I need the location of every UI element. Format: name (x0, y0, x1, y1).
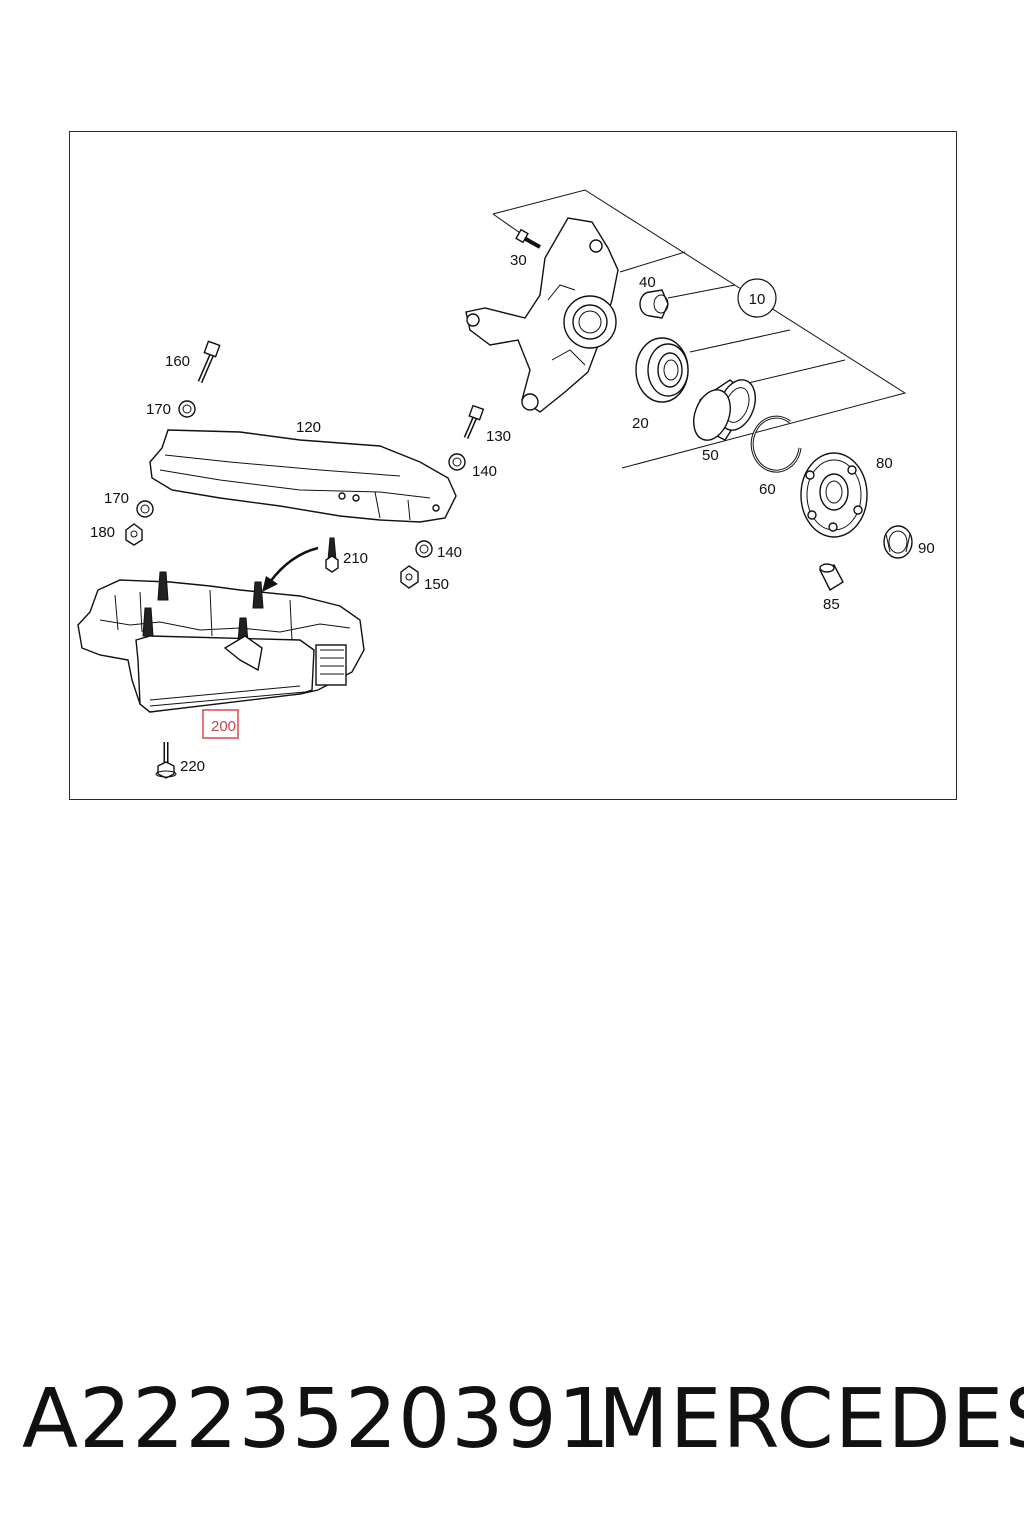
cross-member-120[interactable] (149, 429, 457, 523)
stud-210[interactable] (325, 537, 339, 573)
washer-140-upper[interactable] (448, 453, 466, 471)
hub-flange-80[interactable] (800, 452, 868, 538)
callout-140-upper[interactable]: 140 (472, 463, 497, 480)
callout-170-top[interactable]: 170 (146, 401, 171, 418)
brand-name: MERCEDES (598, 1372, 1024, 1467)
callout-60[interactable]: 60 (759, 481, 776, 498)
wheel-hub-20[interactable] (635, 337, 689, 403)
callout-170-lower[interactable]: 170 (104, 490, 129, 507)
svg-text:200: 200 (211, 718, 236, 735)
callout-210[interactable]: 210 (343, 550, 368, 567)
part-number: A2223520391 (22, 1372, 611, 1467)
callout-10[interactable]: 10 (737, 278, 777, 318)
washer-170-top[interactable] (178, 400, 196, 418)
bolt-130[interactable] (463, 404, 485, 439)
callout-40[interactable]: 40 (639, 274, 656, 291)
footer: A2223520391 MERCEDES (0, 1365, 1024, 1485)
nut-150[interactable] (400, 565, 419, 589)
svg-text:10: 10 (749, 291, 766, 308)
callout-160[interactable]: 160 (165, 353, 190, 370)
bolt-160[interactable] (197, 340, 221, 383)
steering-knuckle[interactable] (465, 217, 619, 413)
callout-80[interactable]: 80 (876, 455, 893, 472)
washer-170-lower[interactable] (136, 500, 154, 518)
bolt-220[interactable] (155, 742, 177, 779)
bearing-50[interactable] (687, 375, 762, 445)
washer-140-lower[interactable] (415, 540, 433, 558)
install-arrow (262, 546, 319, 592)
callout-30[interactable]: 30 (510, 252, 527, 269)
callout-85[interactable]: 85 (823, 596, 840, 613)
callout-150[interactable]: 150 (424, 576, 449, 593)
snap-ring-60[interactable] (750, 415, 802, 473)
callout-50[interactable]: 50 (702, 447, 719, 464)
pin-85[interactable] (819, 563, 844, 591)
callout-120[interactable]: 120 (296, 419, 321, 436)
callout-180[interactable]: 180 (90, 524, 115, 541)
differential-200[interactable] (77, 571, 365, 713)
callout-130[interactable]: 130 (486, 428, 511, 445)
callout-140-lower[interactable]: 140 (437, 544, 462, 561)
nut-90[interactable] (883, 525, 913, 559)
callout-200-highlight[interactable]: 200 (202, 709, 239, 739)
bolt-30[interactable] (515, 228, 541, 249)
callout-220[interactable]: 220 (180, 758, 205, 775)
callout-90[interactable]: 90 (918, 540, 935, 557)
callout-20[interactable]: 20 (632, 415, 649, 432)
bushing-40[interactable] (639, 289, 669, 319)
nut-180[interactable] (125, 523, 143, 546)
